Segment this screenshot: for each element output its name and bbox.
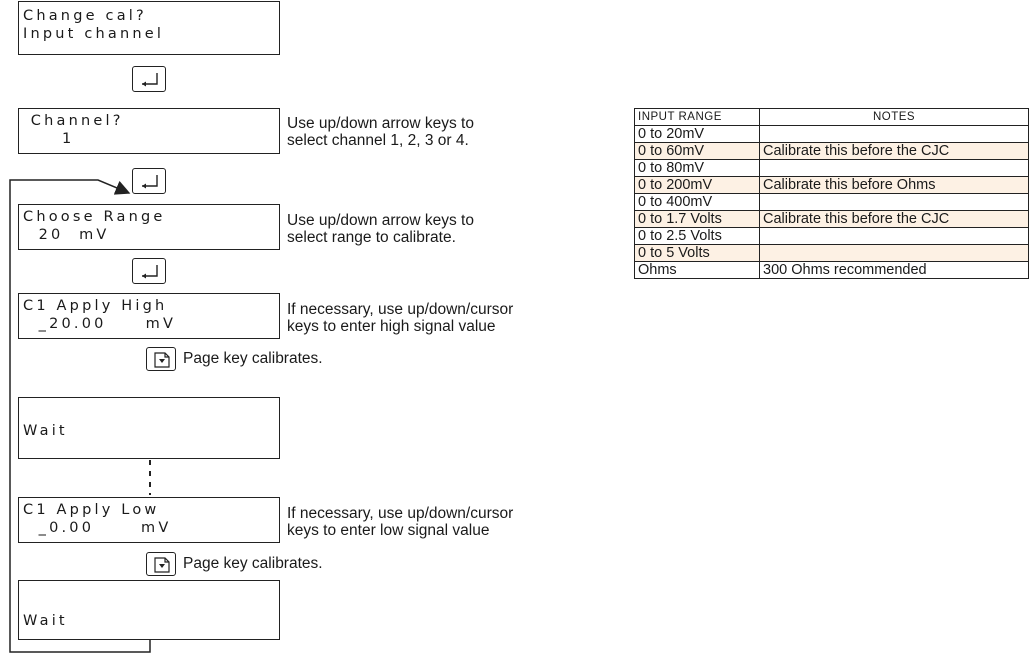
cell-note [759, 244, 1029, 262]
lcd-line-1: C1 Apply High [23, 298, 168, 314]
lcd-line-1: Choose Range [23, 209, 166, 225]
lcd-line-2: _0.00 mV [23, 520, 172, 536]
lcd-choose-range: Choose Range 20 mV [18, 204, 280, 250]
cell-note: Calibrate this before the CJC [759, 210, 1029, 228]
lcd-apply-low: C1 Apply Low _0.00 mV [18, 497, 280, 543]
lcd-change-cal: Change cal? Input channel [18, 1, 280, 55]
enter-key-icon[interactable] [132, 168, 166, 194]
page-key-caption: Page key calibrates. [183, 555, 323, 572]
cell-input-range: 0 to 20mV [634, 125, 760, 143]
lcd-line-1: Change cal? [23, 8, 147, 24]
note-high: If necessary, use up/down/cursor keys to… [287, 301, 514, 335]
cell-note: Calibrate this before Ohms [759, 176, 1029, 194]
note-low: If necessary, use up/down/cursor keys to… [287, 505, 514, 539]
page-key-icon[interactable] [146, 552, 176, 576]
table-row: 0 to 2.5 Volts [634, 227, 1029, 245]
lcd-line-2: Input channel [23, 26, 165, 42]
cell-input-range: 0 to 200mV [634, 176, 760, 194]
cell-input-range: 0 to 5 Volts [634, 244, 760, 262]
loop-back-line [9, 179, 151, 653]
lcd-wait: Wait [18, 580, 280, 640]
table-row: 0 to 5 Volts [634, 244, 1029, 262]
cell-input-range: 0 to 60mV [634, 142, 760, 160]
note-channel: Use up/down arrow keys to select channel… [287, 115, 474, 149]
table-row: 0 to 400mV [634, 193, 1029, 211]
table-header-row: INPUT RANGE NOTES [634, 108, 1029, 126]
lcd-line-2: Wait [23, 613, 68, 629]
page-key-caption: Page key calibrates. [183, 350, 323, 367]
table-row: 0 to 20mV [634, 125, 1029, 143]
enter-key-icon[interactable] [132, 258, 166, 284]
page-key-icon[interactable] [146, 347, 176, 371]
cell-note [759, 125, 1029, 143]
lcd-line-2: Wait [23, 423, 68, 439]
lcd-apply-high: C1 Apply High _20.00 mV [18, 293, 280, 339]
enter-key-icon[interactable] [132, 66, 166, 92]
note-range: Use up/down arrow keys to select range t… [287, 212, 474, 246]
table-row: 0 to 80mV [634, 159, 1029, 177]
lcd-line-2: 20 mV [23, 227, 110, 243]
lcd-line-2: _20.00 mV [23, 316, 177, 332]
cell-note: 300 Ohms recommended [759, 261, 1029, 279]
cell-note [759, 159, 1029, 177]
cell-note [759, 227, 1029, 245]
cell-input-range: Ohms [634, 261, 760, 279]
lcd-channel: Channel? 1 [18, 108, 280, 154]
cell-input-range: 0 to 80mV [634, 159, 760, 177]
header-notes: NOTES [759, 108, 1029, 126]
lcd-wait: Wait [18, 397, 280, 459]
cell-input-range: 0 to 400mV [634, 193, 760, 211]
lcd-line-1: Channel? [23, 113, 124, 129]
lcd-line-2: 1 [23, 131, 75, 147]
lcd-line-1: C1 Apply Low [23, 502, 160, 518]
cell-input-range: 0 to 1.7 Volts [634, 210, 760, 228]
header-input-range: INPUT RANGE [634, 108, 760, 126]
cell-input-range: 0 to 2.5 Volts [634, 227, 760, 245]
cell-note [759, 193, 1029, 211]
cell-note: Calibrate this before the CJC [759, 142, 1029, 160]
